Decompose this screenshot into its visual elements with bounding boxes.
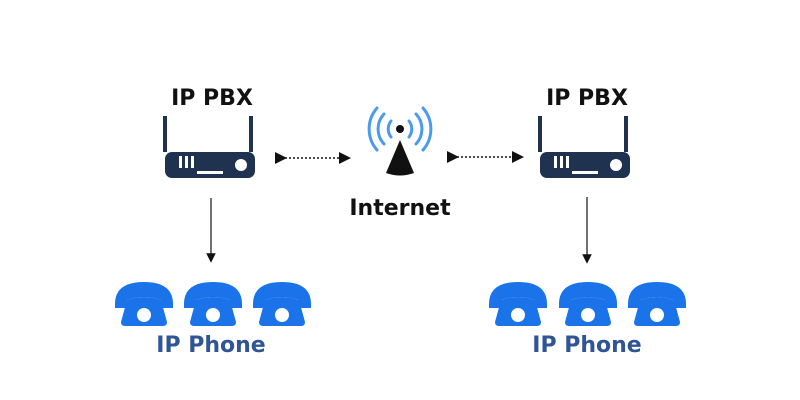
telephone-icon [184,282,242,326]
left-phones-label: IP Phone [156,333,266,358]
telephone-icon [559,282,617,326]
right-phones-label: IP Phone [532,333,642,358]
left-router-icon [163,116,255,178]
telephone-icon [253,282,311,326]
right-router-icon [538,116,630,178]
telephone-icon [115,282,173,326]
left-pbx-label: IP PBX [171,86,253,111]
internet-label: Internet [349,196,451,221]
antenna-icon [367,106,433,176]
telephone-icon [489,282,547,326]
right-pbx-label: IP PBX [546,86,628,111]
telephone-icon [628,282,686,326]
